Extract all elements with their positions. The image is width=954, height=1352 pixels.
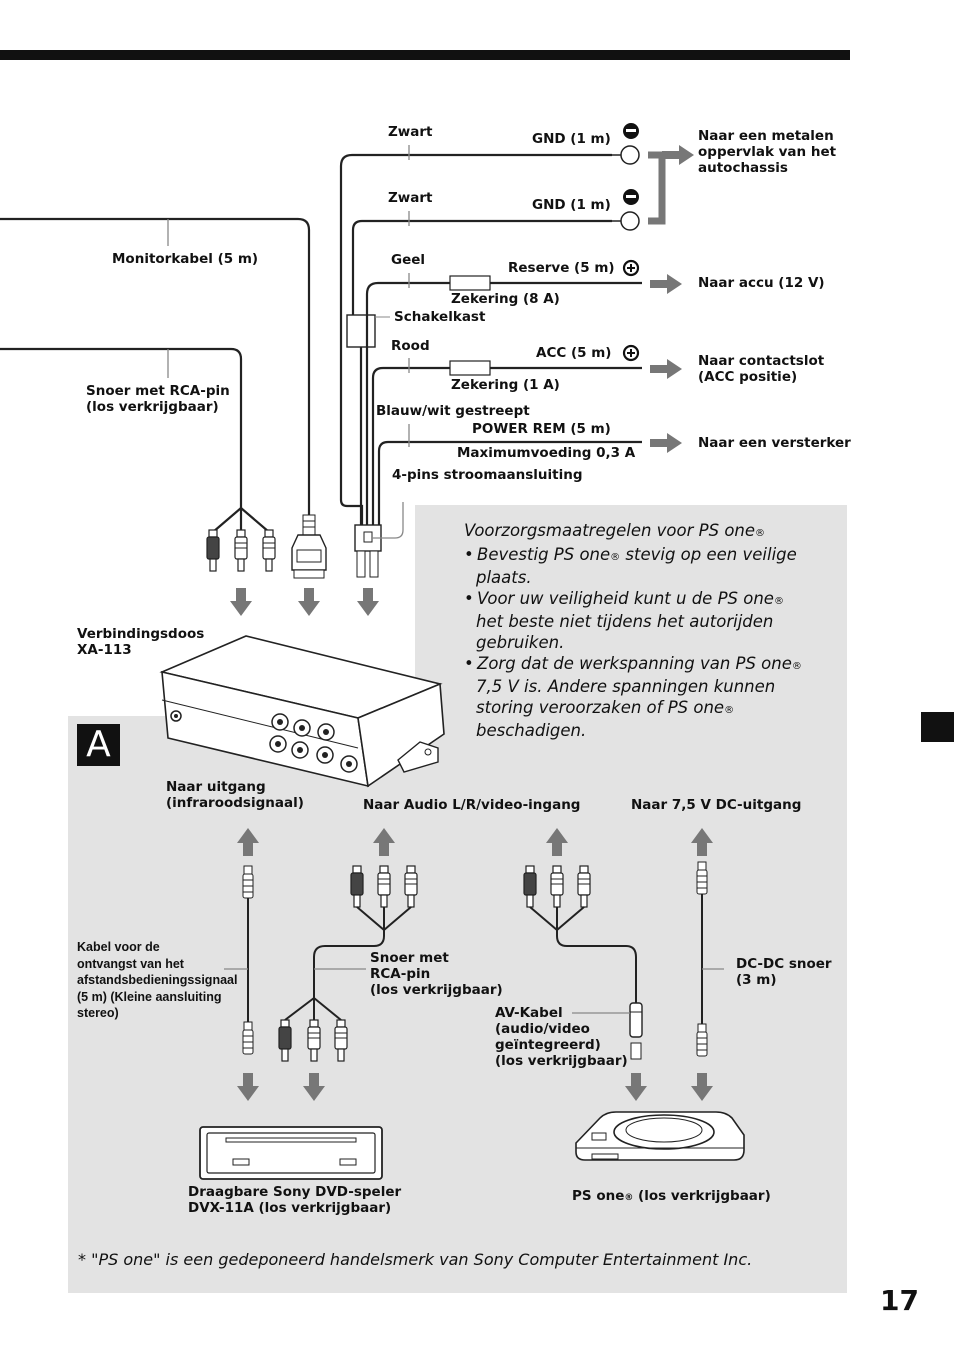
wire-label-rood: Rood <box>391 338 430 354</box>
label-snoer-rca-top: Snoer met RCA-pin(los verkrijgbaar) <box>86 383 230 415</box>
junction-box-shape <box>159 635 445 788</box>
label-naar-uitgang: Naar uitgang(infraroodsignaal) <box>166 779 304 811</box>
label-dc-uitgang: Naar 7,5 V DC-uitgang <box>631 797 802 813</box>
wire-label-blauw: Blauw/wit gestreept <box>376 403 530 419</box>
ps-one-shape <box>575 1111 745 1161</box>
precautions-title: Voorzorgsmaatregelen voor PS one® <box>464 521 766 540</box>
wire-label-gnd-1: GND (1 m) <box>532 131 611 147</box>
label-audio-ingang: Naar Audio L/R/video-ingang <box>363 797 581 813</box>
top-rule <box>0 50 850 60</box>
label-zekering-8a: Zekering (8 A) <box>451 291 560 307</box>
label-zekering-1a: Zekering (1 A) <box>451 377 560 393</box>
wire-label-acc: ACC (5 m) <box>536 345 612 361</box>
label-schakelkast: Schakelkast <box>394 309 486 325</box>
wire-label-zwart-2: Zwart <box>388 190 433 206</box>
section-letter: A <box>77 724 120 766</box>
label-max-voeding: Maximumvoeding 0,3 A <box>457 445 636 461</box>
notice-panel <box>415 505 847 720</box>
label-4pins: 4-pins stroomaansluiting <box>392 467 583 483</box>
wire-label-power-rem: POWER REM (5 m) <box>472 421 611 437</box>
wire-label-gnd-2: GND (1 m) <box>532 197 611 213</box>
dvd-player-shape <box>199 1126 383 1180</box>
footnote: * "PS one" is een gedeponeerd handelsmer… <box>78 1250 753 1269</box>
label-monitorkabel: Monitorkabel (5 m) <box>112 251 259 267</box>
label-dcdc-snoer: DC-DC snoer(3 m) <box>736 956 832 988</box>
chapter-tab <box>921 712 954 742</box>
wire-label-reserve: Reserve (5 m) <box>508 260 615 276</box>
label-accu: Naar accu (12 V) <box>698 275 825 291</box>
precautions-note: Voorzorgsmaatregelen voor PS one® • Beve… <box>464 521 802 741</box>
wire-label-zwart-1: Zwart <box>388 124 433 140</box>
label-contactslot: Naar contactslot(ACC positie) <box>698 353 825 385</box>
wire-label-geel: Geel <box>391 252 426 268</box>
label-ps-one: PS one® (los verkrijgbaar) <box>572 1188 771 1204</box>
label-versterker: Naar een versterker <box>698 435 851 451</box>
page-number: 17 <box>880 1284 919 1317</box>
section-panel <box>68 716 847 1293</box>
